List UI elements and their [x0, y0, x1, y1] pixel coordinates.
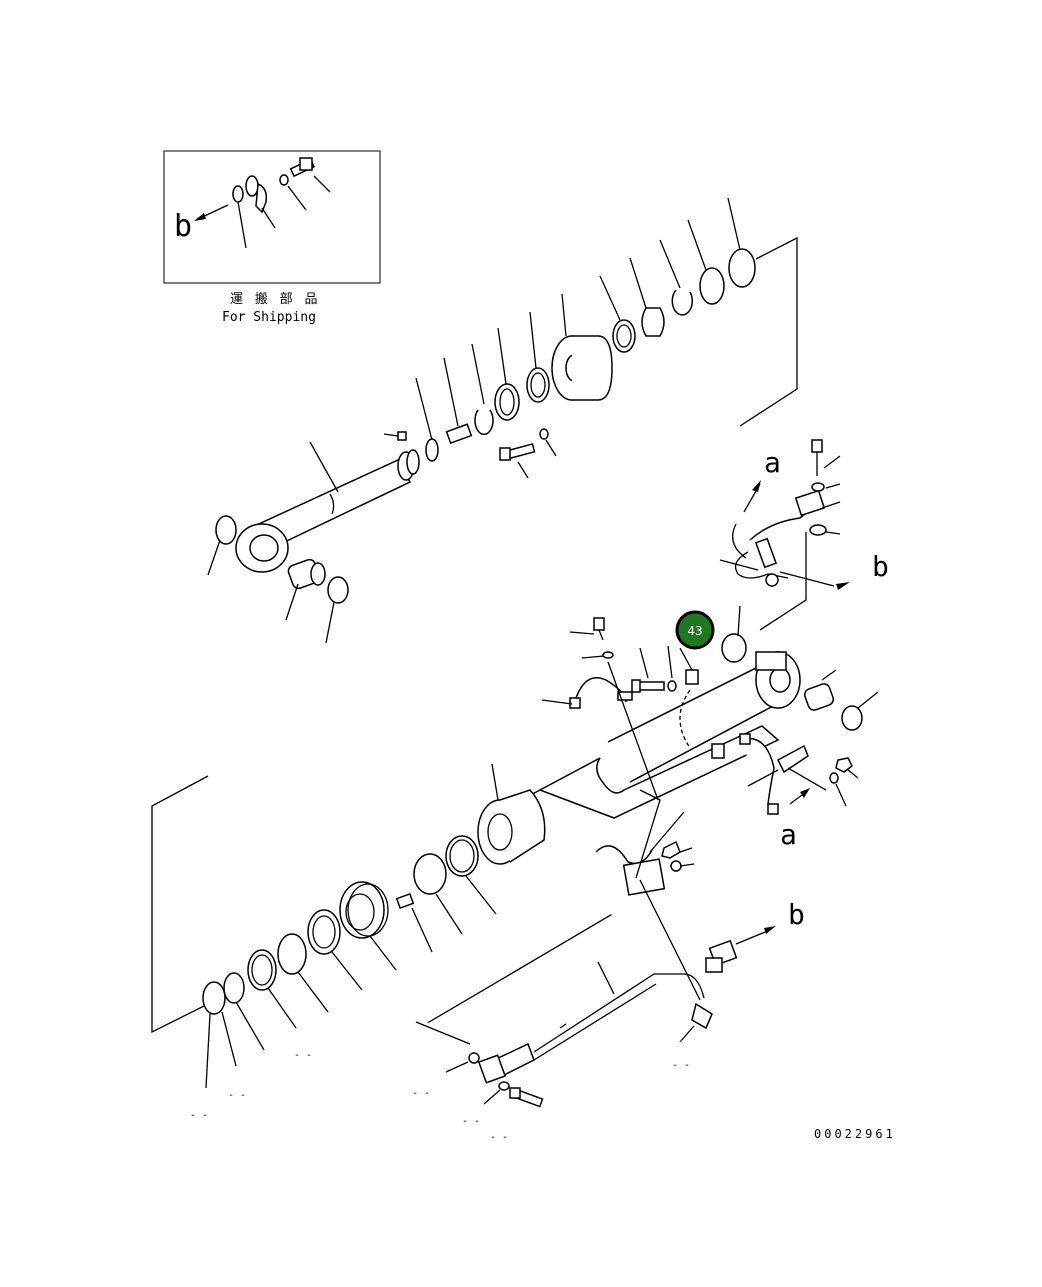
svg-text:- -: - - [228, 1090, 246, 1101]
inset-label-jp: 運 搬 部 品 [230, 292, 319, 307]
ref-letter-a-upper: a [764, 446, 781, 479]
callout-43[interactable]: 43 [675, 610, 715, 650]
piping-upper: a b [719, 439, 889, 631]
svg-text:- -: - - [462, 1116, 480, 1127]
shipping-parts-inset: b 運 搬 部 品 For Shipping [163, 150, 381, 325]
callout-circle[interactable] [675, 610, 715, 650]
piston-parts-series: - - - - - - [190, 835, 497, 1121]
cylinder-tube [477, 605, 879, 865]
piston-rod [207, 441, 420, 644]
rod-seal-parts-series [383, 197, 756, 479]
ref-letter-a-lower: a [780, 818, 797, 851]
callout-number: 43 [687, 624, 702, 638]
svg-text:- -: - - [672, 1060, 690, 1071]
lower-group-frame [151, 775, 225, 1034]
upper-group-frame [739, 236, 798, 427]
ref-letter-b-upper: b [872, 550, 889, 583]
svg-text:- -: - - [412, 1088, 430, 1099]
inset-label-en: For Shipping [222, 310, 316, 325]
drawing-number: 00022961 [814, 1127, 896, 1141]
clamps-and-bolts: a [541, 617, 859, 896]
svg-text:- -: - - [490, 1132, 508, 1143]
ref-letter-b-lower: b [788, 898, 805, 931]
svg-text:- -: - - [294, 1050, 312, 1061]
inset-ref-letter: b [174, 209, 192, 244]
piping-lower: b - - - - - - - - [412, 879, 805, 1143]
svg-text:- -: - - [190, 1110, 208, 1121]
